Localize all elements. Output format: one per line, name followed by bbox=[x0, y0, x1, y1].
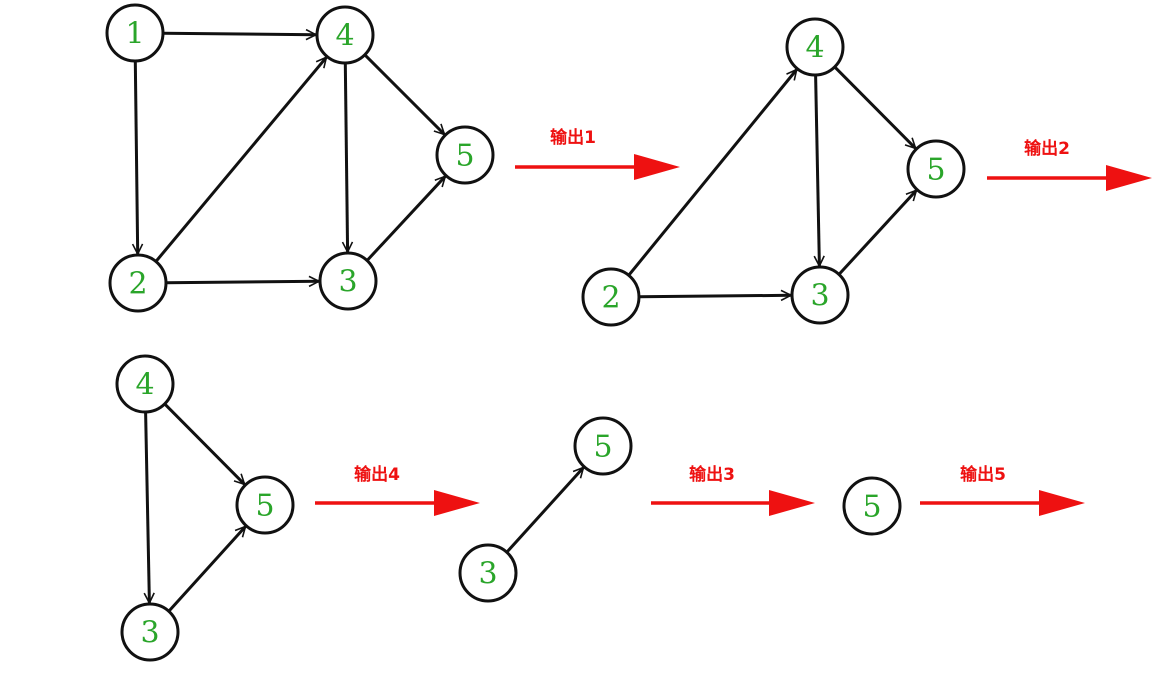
step-arrow-head bbox=[1106, 165, 1152, 191]
edge-g1-4-to-3 bbox=[345, 62, 347, 252]
step-arrow-1: 输出1 bbox=[515, 127, 680, 180]
node-circle bbox=[235, 475, 295, 535]
step-arrow-head bbox=[769, 490, 815, 516]
node-circle bbox=[458, 543, 518, 603]
node-label: 3 bbox=[478, 557, 497, 592]
node-g3-5: 5 bbox=[235, 475, 295, 535]
node-g2-2: 2 bbox=[581, 267, 641, 327]
edge-g2-2-to-4 bbox=[627, 70, 798, 277]
node-label: 5 bbox=[593, 430, 612, 465]
node-g1-4: 4 bbox=[315, 5, 375, 65]
step-label: 输出2 bbox=[1024, 138, 1070, 159]
edge-g1-2-to-4 bbox=[154, 57, 328, 263]
edge-g2-4-to-5 bbox=[833, 65, 916, 148]
edge-g2-2-to-3 bbox=[638, 295, 791, 296]
step-arrow-5: 输出5 bbox=[920, 464, 1085, 516]
node-label: 1 bbox=[125, 17, 144, 52]
node-g2-5: 5 bbox=[906, 139, 966, 199]
node-label: 2 bbox=[128, 267, 147, 302]
edge-g4-3-to-5 bbox=[505, 468, 584, 554]
node-label: 5 bbox=[455, 139, 474, 174]
node-label: 2 bbox=[601, 281, 620, 316]
step-arrow-head bbox=[634, 154, 680, 180]
node-circle bbox=[790, 265, 850, 325]
node-circle bbox=[435, 125, 495, 185]
node-label: 5 bbox=[862, 490, 881, 525]
node-g4-3: 3 bbox=[458, 543, 518, 603]
node-g5-5: 5 bbox=[842, 476, 902, 536]
edge-g2-3-to-5 bbox=[837, 190, 916, 276]
node-label: 4 bbox=[805, 31, 824, 66]
step-arrow-head bbox=[434, 490, 480, 516]
node-circle bbox=[573, 416, 633, 476]
edge-g1-2-to-3 bbox=[165, 281, 319, 282]
edge-g1-1-to-4 bbox=[162, 33, 316, 34]
node-circle bbox=[842, 476, 902, 536]
step-label: 输出1 bbox=[550, 127, 596, 148]
edge-g2-4-to-3 bbox=[816, 74, 820, 266]
edge-g3-4-to-3 bbox=[146, 411, 150, 603]
step-label: 输出5 bbox=[960, 464, 1006, 485]
step-arrow-4: 输出3 bbox=[651, 464, 815, 516]
node-label: 5 bbox=[255, 489, 274, 524]
node-circle bbox=[318, 251, 378, 311]
node-g1-2: 2 bbox=[108, 253, 168, 313]
edge-g1-3-to-5 bbox=[366, 176, 445, 262]
node-g1-3: 3 bbox=[318, 251, 378, 311]
step-arrow-2: 输出2 bbox=[987, 138, 1152, 191]
step-label: 输出3 bbox=[689, 464, 735, 485]
node-circle bbox=[315, 5, 375, 65]
node-g3-3: 3 bbox=[120, 602, 180, 662]
edge-g1-4-to-5 bbox=[363, 53, 445, 135]
node-circle bbox=[120, 602, 180, 662]
node-g4-5: 5 bbox=[573, 416, 633, 476]
step-arrow-head bbox=[1039, 490, 1085, 516]
node-g1-1: 1 bbox=[105, 3, 165, 63]
node-circle bbox=[108, 253, 168, 313]
node-label: 3 bbox=[338, 265, 357, 300]
node-circle bbox=[115, 354, 175, 414]
node-g1-5: 5 bbox=[435, 125, 495, 185]
node-g2-3: 3 bbox=[790, 265, 850, 325]
step-arrow-3: 输出4 bbox=[315, 464, 480, 516]
node-circle bbox=[906, 139, 966, 199]
step-label: 输出4 bbox=[354, 464, 400, 485]
node-label: 5 bbox=[926, 153, 945, 188]
node-g3-4: 4 bbox=[115, 354, 175, 414]
edge-g3-3-to-5 bbox=[167, 527, 246, 613]
node-circle bbox=[105, 3, 165, 63]
node-label: 3 bbox=[810, 279, 829, 314]
node-label: 4 bbox=[335, 19, 354, 54]
edge-g1-1-to-2 bbox=[135, 60, 137, 254]
node-circle bbox=[581, 267, 641, 327]
node-label: 4 bbox=[135, 368, 154, 403]
node-circle bbox=[785, 17, 845, 77]
edge-g3-4-to-5 bbox=[163, 402, 245, 485]
node-label: 3 bbox=[140, 616, 159, 651]
node-g2-4: 4 bbox=[785, 17, 845, 77]
